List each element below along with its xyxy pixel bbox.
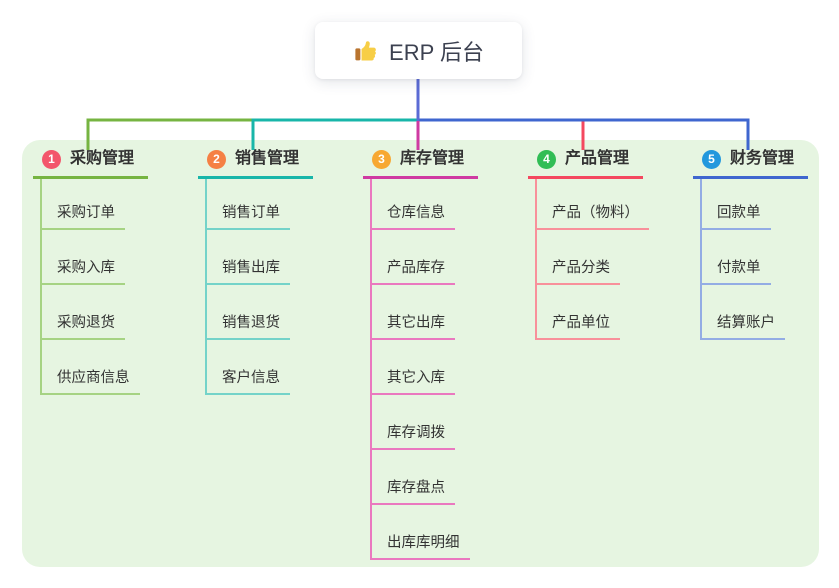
branch-number-badge: 2 (207, 149, 226, 169)
branch-title: 财务管理 (730, 150, 795, 167)
branch-children-purchase: 采购订单采购入库采购退货供应商信息 (40, 179, 148, 395)
branch-header-sales[interactable]: 2 销售管理 (198, 148, 314, 179)
mindmap-panel (22, 140, 819, 567)
child-node[interactable]: 采购订单 (42, 179, 125, 230)
branch-header-product[interactable]: 4 产品管理 (528, 148, 644, 179)
branch-number-badge: 1 (42, 149, 61, 169)
child-node[interactable]: 库存盘点 (372, 450, 455, 505)
branch-children-product: 产品（物料）产品分类产品单位 (535, 179, 649, 340)
branch-number-badge: 4 (537, 149, 556, 169)
branch-sales: 2 销售管理 销售订单销售出库销售退货客户信息 (198, 148, 314, 395)
child-node[interactable]: 采购入库 (42, 230, 125, 285)
root-node-erp-backend[interactable]: ERP 后台 (315, 22, 522, 79)
child-node[interactable]: 产品库存 (372, 230, 455, 285)
child-node[interactable]: 付款单 (702, 230, 771, 285)
child-node[interactable]: 出库库明细 (372, 505, 470, 560)
branch-product: 4 产品管理 产品（物料）产品分类产品单位 (528, 148, 649, 340)
child-node[interactable]: 销售订单 (207, 179, 290, 230)
child-node[interactable]: 其它出库 (372, 285, 455, 340)
branch-header-finance[interactable]: 5 财务管理 (693, 148, 809, 179)
branch-children-sales: 销售订单销售出库销售退货客户信息 (205, 179, 313, 395)
branch-finance: 5 财务管理 回款单付款单结算账户 (693, 148, 809, 340)
child-node[interactable]: 供应商信息 (42, 340, 140, 395)
child-node[interactable]: 产品分类 (537, 230, 620, 285)
child-node[interactable]: 销售出库 (207, 230, 290, 285)
child-node[interactable]: 其它入库 (372, 340, 455, 395)
branch-title: 库存管理 (400, 150, 465, 167)
thumbs-up-icon (355, 40, 376, 61)
child-node[interactable]: 销售退货 (207, 285, 290, 340)
branch-title: 销售管理 (235, 150, 300, 167)
branch-title: 产品管理 (565, 150, 630, 167)
child-node[interactable]: 回款单 (702, 179, 771, 230)
branch-number-badge: 5 (702, 149, 721, 169)
branch-number-badge: 3 (372, 149, 391, 169)
child-node[interactable]: 采购退货 (42, 285, 125, 340)
child-node[interactable]: 库存调拨 (372, 395, 455, 450)
branch-header-purchase[interactable]: 1 采购管理 (33, 148, 149, 179)
branch-inventory: 3 库存管理 仓库信息产品库存其它出库其它入库库存调拨库存盘点出库库明细 (363, 148, 479, 560)
child-node[interactable]: 客户信息 (207, 340, 290, 395)
branch-children-finance: 回款单付款单结算账户 (700, 179, 808, 340)
branch-purchase: 1 采购管理 采购订单采购入库采购退货供应商信息 (33, 148, 149, 395)
branch-children-inventory: 仓库信息产品库存其它出库其它入库库存调拨库存盘点出库库明细 (370, 179, 478, 560)
child-node[interactable]: 产品单位 (537, 285, 620, 340)
child-node[interactable]: 结算账户 (702, 285, 785, 340)
child-node[interactable]: 产品（物料） (537, 179, 649, 230)
child-node[interactable]: 仓库信息 (372, 179, 455, 230)
root-node-title: ERP 后台 (389, 39, 484, 65)
branch-header-inventory[interactable]: 3 库存管理 (363, 148, 479, 179)
branch-title: 采购管理 (70, 150, 135, 167)
